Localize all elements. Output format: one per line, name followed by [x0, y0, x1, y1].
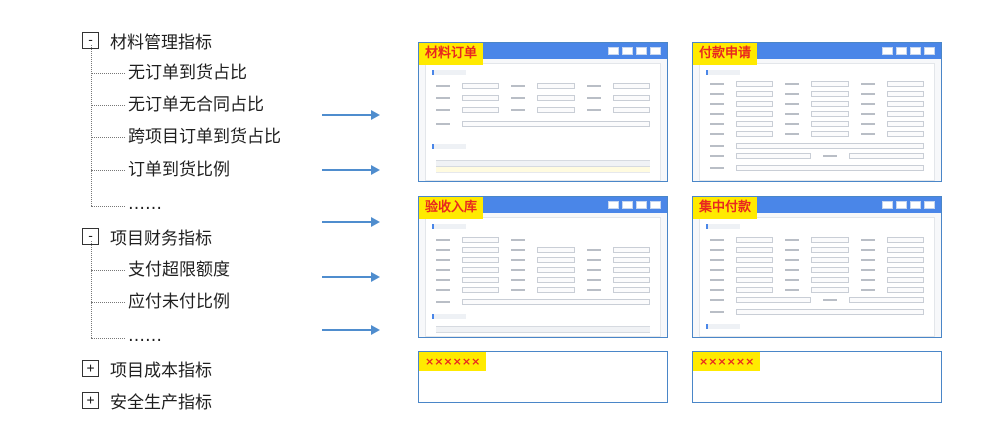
toolbar-button[interactable]	[636, 201, 647, 209]
toolbar-button[interactable]	[622, 47, 633, 55]
tree-group-label: 材料管理指标	[110, 32, 212, 53]
form-body	[425, 217, 661, 337]
toolbar-button[interactable]	[882, 201, 893, 209]
tree-item-more: ……	[128, 194, 162, 214]
section-header	[706, 224, 740, 229]
tree-connector	[91, 206, 125, 207]
panel-placeholder: ××××××	[692, 351, 942, 403]
panel-tag: 材料订单	[419, 43, 484, 65]
tree-connector	[91, 170, 125, 171]
collapse-icon[interactable]: -	[82, 31, 99, 49]
toolbar-button[interactable]	[882, 47, 893, 55]
tree-group-finance[interactable]: - 项目财务指标	[82, 223, 212, 249]
tree-connector	[91, 137, 125, 138]
tree-item[interactable]: 跨项目订单到货占比	[128, 127, 281, 147]
section-header	[432, 70, 466, 75]
panel-material-order[interactable]: 材料订单	[418, 42, 668, 182]
toolbar-button[interactable]	[608, 47, 619, 55]
arrow-right-icon	[322, 272, 380, 282]
tree-group-material[interactable]: - 材料管理指标	[82, 27, 212, 53]
panel-tag: ××××××	[419, 352, 487, 371]
toolbar-button[interactable]	[650, 47, 661, 55]
tree-item[interactable]: 支付超限额度	[128, 260, 230, 280]
tree-item[interactable]: 应付未付比例	[128, 292, 230, 312]
tree-group-label: 安全生产指标	[110, 392, 212, 413]
tree-group-label: 项目财务指标	[110, 228, 212, 249]
panel-tag: 验收入库	[419, 197, 484, 219]
section-header	[706, 70, 740, 75]
section-header	[432, 144, 466, 149]
tree-connector	[91, 73, 125, 74]
toolbar-button[interactable]	[636, 47, 647, 55]
form-body	[699, 63, 935, 181]
tree-item[interactable]: 订单到货比例	[128, 160, 230, 180]
panel-centralized-payment[interactable]: 集中付款	[692, 196, 942, 338]
tree-connector	[91, 302, 125, 303]
tree-connector	[91, 45, 92, 206]
panel-goods-receipt[interactable]: 验收入库	[418, 196, 668, 338]
section-header	[432, 224, 466, 229]
tree-connector	[91, 241, 92, 338]
arrow-right-icon	[322, 325, 380, 335]
tree-connector	[91, 105, 125, 106]
panel-tag: ××××××	[693, 352, 761, 371]
toolbar-button[interactable]	[622, 201, 633, 209]
toolbar-button[interactable]	[608, 201, 619, 209]
tree-connector	[91, 338, 125, 339]
panel-tag: 集中付款	[693, 197, 758, 219]
section-header	[706, 324, 740, 329]
toolbar-button[interactable]	[910, 201, 921, 209]
arrow-right-icon	[322, 110, 380, 120]
form-body	[699, 217, 935, 337]
panel-payment-request[interactable]: 付款申请	[692, 42, 942, 182]
tree-group-safety[interactable]: + 安全生产指标	[82, 387, 212, 413]
form-body	[425, 63, 661, 181]
tree-connector	[91, 270, 125, 271]
panel-placeholder: ××××××	[418, 351, 668, 403]
section-header	[432, 314, 466, 319]
tree-item-more: ……	[128, 326, 162, 346]
arrow-right-icon	[322, 165, 380, 175]
toolbar-button[interactable]	[896, 201, 907, 209]
panel-tag: 付款申请	[693, 43, 758, 65]
toolbar-button[interactable]	[910, 47, 921, 55]
tree-item[interactable]: 无订单无合同占比	[128, 95, 264, 115]
toolbar-button[interactable]	[924, 201, 935, 209]
toolbar-button[interactable]	[896, 47, 907, 55]
expand-icon[interactable]: +	[82, 359, 99, 377]
toolbar-button[interactable]	[650, 201, 661, 209]
detail-table	[436, 160, 650, 178]
tree-group-label: 项目成本指标	[110, 360, 212, 381]
tree-item[interactable]: 无订单到货占比	[128, 63, 247, 83]
tree-group-cost[interactable]: + 项目成本指标	[82, 355, 212, 381]
detail-table	[436, 326, 650, 337]
collapse-icon[interactable]: -	[82, 227, 99, 245]
toolbar-button[interactable]	[924, 47, 935, 55]
expand-icon[interactable]: +	[82, 391, 99, 409]
arrow-right-icon	[322, 217, 380, 227]
